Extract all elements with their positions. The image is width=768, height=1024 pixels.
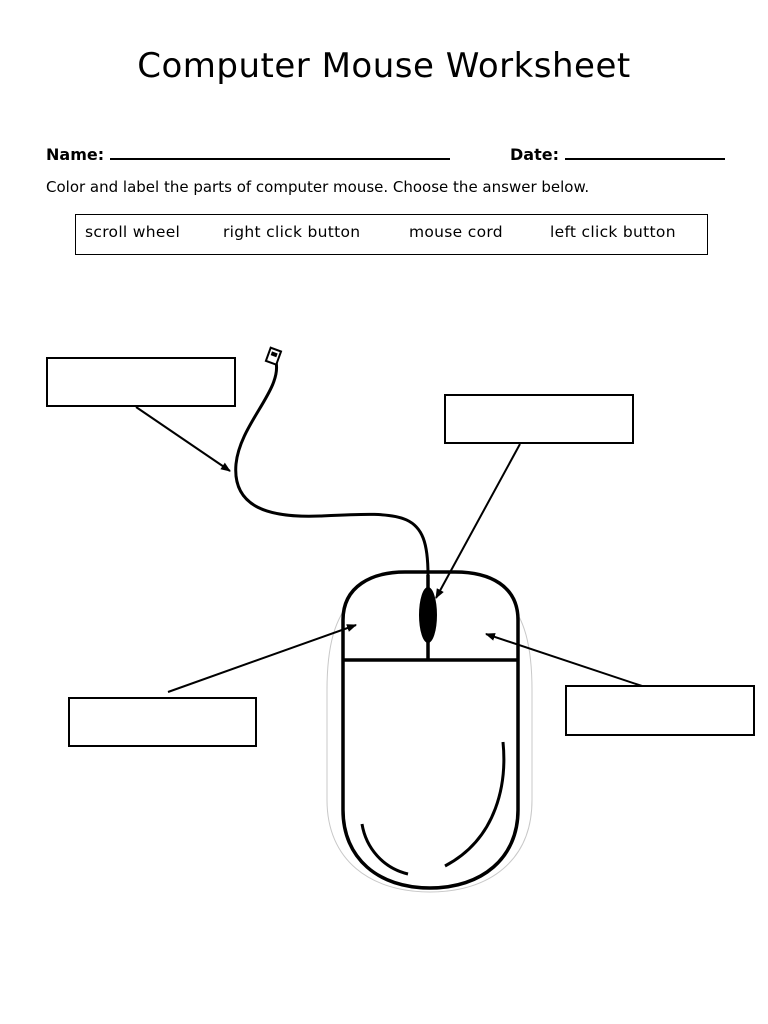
scroll-wheel bbox=[419, 587, 437, 643]
label-box-right-button[interactable] bbox=[565, 685, 755, 736]
worksheet-title: Computer Mouse Worksheet bbox=[137, 46, 631, 86]
label-box-scroll-wheel[interactable] bbox=[444, 394, 634, 444]
mouse-cord bbox=[234, 361, 430, 576]
name-field[interactable]: Name: bbox=[46, 144, 451, 164]
word-bank-item-left-click-button: left click button bbox=[550, 223, 676, 241]
word-bank-item-right-click-button: right click button bbox=[223, 223, 361, 241]
mouse-highlight-left bbox=[360, 823, 409, 876]
date-label: Date: bbox=[510, 145, 559, 164]
label-box-left-button[interactable] bbox=[68, 697, 257, 747]
mouse-highlight-right bbox=[444, 741, 506, 868]
arrow-to-left-button bbox=[167, 624, 357, 693]
usb-plug bbox=[264, 346, 283, 366]
arrow-to-cord bbox=[135, 406, 231, 472]
name-blank-line[interactable] bbox=[110, 144, 451, 160]
date-blank-line[interactable] bbox=[564, 144, 725, 160]
mouse-body bbox=[341, 570, 520, 890]
label-box-cord[interactable] bbox=[46, 357, 236, 407]
word-bank-item-mouse-cord: mouse cord bbox=[409, 223, 503, 241]
name-label: Name: bbox=[46, 145, 105, 164]
word-bank: scroll wheel right click button mouse co… bbox=[75, 214, 708, 255]
date-field[interactable]: Date: bbox=[510, 144, 725, 164]
arrow-to-scroll-wheel bbox=[435, 443, 521, 599]
instructions-text: Color and label the parts of computer mo… bbox=[46, 178, 590, 196]
arrow-to-right-button bbox=[485, 633, 643, 687]
word-bank-item-scroll-wheel: scroll wheel bbox=[85, 223, 181, 241]
